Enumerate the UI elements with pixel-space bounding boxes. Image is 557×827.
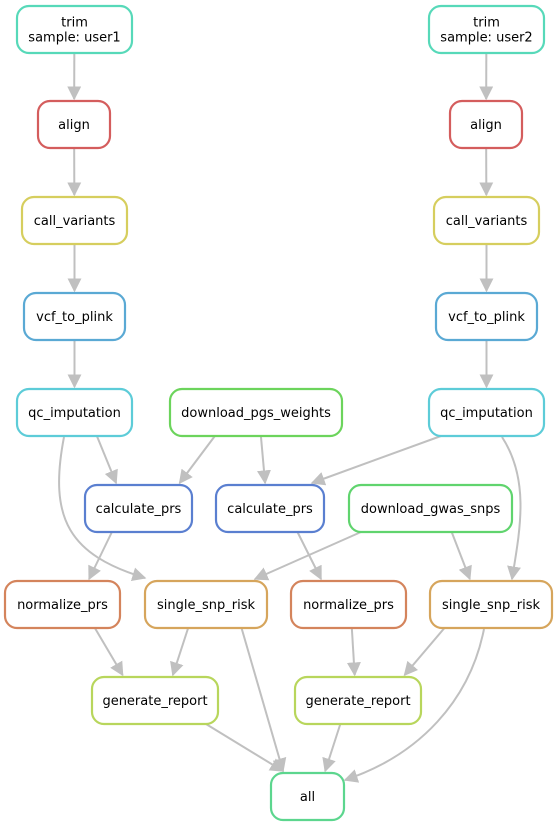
node-align_1[interactable]: align (36, 99, 112, 150)
node-single_snp_risk_2[interactable]: single_snp_risk (428, 579, 554, 630)
edge-download_gwas_snps-to-single_snp_risk_1 (253, 531, 362, 581)
edge-single_snp_risk_1-to-all (240, 627, 287, 773)
node-label: sample: user2 (440, 31, 532, 46)
node-label: sample: user1 (28, 31, 120, 46)
node-label: qc_imputation (440, 406, 533, 421)
node-label: generate_report (305, 694, 410, 709)
node-box (15, 387, 134, 438)
node-box (15, 4, 134, 55)
node-label: calculate_prs (227, 502, 313, 517)
node-box (214, 483, 326, 534)
edge-generate_report_2-to-all (322, 723, 342, 773)
node-vcf_to_plink_1[interactable]: vcf_to_plink (22, 291, 127, 342)
edge-single_snp_risk_2-to-all (343, 628, 485, 783)
node-label: single_snp_risk (442, 598, 540, 613)
node-label: call_variants (34, 214, 116, 229)
edge-qc_imputation_2-to-calculate_prs_2 (310, 435, 442, 486)
node-box (448, 99, 524, 150)
edge-single_snp_risk_1-to-generate_report_1 (170, 627, 190, 677)
node-box (347, 483, 514, 534)
node-download_pgs_weights[interactable]: download_pgs_weights (168, 387, 344, 438)
edge-qc_imputation_1-to-single_snp_risk_1 (58, 436, 147, 581)
node-normalize_prs_1[interactable]: normalize_prs (3, 579, 122, 630)
edge-qc_imputation_1-to-calculate_prs_1 (95, 435, 118, 485)
edge-single_snp_risk_2-to-generate_report_2 (403, 627, 446, 677)
node-calculate_prs_1[interactable]: calculate_prs (83, 483, 194, 534)
node-label: download_pgs_weights (181, 406, 331, 421)
node-generate_report_2[interactable]: generate_report (293, 675, 423, 726)
node-qc_imputation_2[interactable]: qc_imputation (427, 387, 546, 438)
node-box (168, 387, 344, 438)
node-box (90, 675, 220, 726)
edge-normalize_prs_1-to-generate_report_1 (94, 627, 124, 677)
edges-layer (58, 52, 522, 783)
node-download_gwas_snps[interactable]: download_gwas_snps (347, 483, 514, 534)
node-label: call_variants (446, 214, 528, 229)
node-label: single_snp_risk (157, 598, 255, 613)
edge-download_pgs_weights-to-calculate_prs_1 (178, 435, 216, 485)
node-box (428, 579, 554, 630)
edge-download_pgs_weights-to-calculate_prs_2 (257, 435, 271, 485)
node-box (427, 387, 546, 438)
node-call_variants_1[interactable]: call_variants (20, 195, 129, 246)
node-all[interactable]: all (269, 771, 346, 822)
node-box (434, 291, 539, 342)
node-box (36, 99, 112, 150)
node-box (22, 291, 127, 342)
node-box (293, 675, 423, 726)
node-label: download_gwas_snps (361, 502, 501, 517)
edge-generate_report_1-to-all (205, 723, 285, 772)
node-box (143, 579, 269, 630)
node-label: vcf_to_plink (448, 310, 525, 325)
node-label: calculate_prs (96, 502, 182, 517)
node-box (20, 195, 129, 246)
node-box (432, 195, 541, 246)
node-label: generate_report (102, 694, 207, 709)
node-calculate_prs_2[interactable]: calculate_prs (214, 483, 326, 534)
node-box (3, 579, 122, 630)
node-box (269, 771, 346, 822)
node-label: normalize_prs (17, 598, 108, 613)
edge-calculate_prs_2-to-normalize_prs_2 (296, 531, 322, 581)
edge-normalize_prs_2-to-generate_report_2 (346, 627, 361, 677)
node-label: normalize_prs (303, 598, 394, 613)
node-label: trim (473, 16, 500, 31)
node-align_2[interactable]: align (448, 99, 524, 150)
node-box (289, 579, 408, 630)
node-qc_imputation_1[interactable]: qc_imputation (15, 387, 134, 438)
node-normalize_prs_2[interactable]: normalize_prs (289, 579, 408, 630)
edge-download_gwas_snps-to-single_snp_risk_2 (450, 531, 472, 581)
node-box (83, 483, 194, 534)
node-label: align (58, 118, 90, 133)
node-label: trim (61, 16, 88, 31)
node-single_snp_risk_1[interactable]: single_snp_risk (143, 579, 269, 630)
node-vcf_to_plink_2[interactable]: vcf_to_plink (434, 291, 539, 342)
node-box (427, 4, 546, 55)
node-label: vcf_to_plink (36, 310, 113, 325)
node-label: all (300, 790, 315, 805)
node-generate_report_1[interactable]: generate_report (90, 675, 220, 726)
node-call_variants_2[interactable]: call_variants (432, 195, 541, 246)
node-label: qc_imputation (28, 406, 121, 421)
edge-qc_imputation_2-to-single_snp_risk_2 (501, 436, 522, 581)
edge-calculate_prs_1-to-normalize_prs_1 (88, 531, 113, 581)
node-label: align (470, 118, 502, 133)
